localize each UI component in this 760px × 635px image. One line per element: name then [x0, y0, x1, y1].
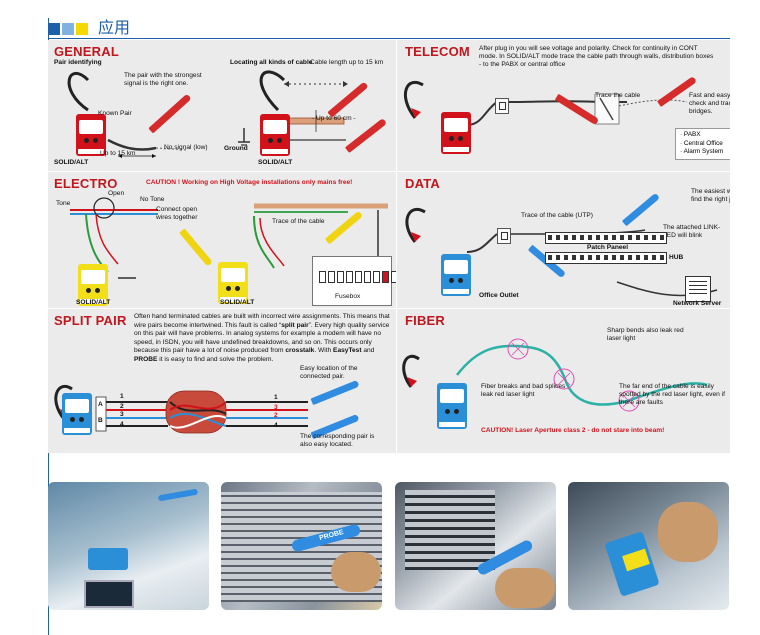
data-office-outlet: Office Outlet — [479, 292, 519, 299]
data-patch-panel — [545, 232, 667, 244]
applications-grid: GENERAL Pair identifying The pair with t… — [48, 40, 730, 453]
split-pair-panel: SPLIT PAIR Often hand terminated cables … — [48, 309, 396, 453]
general-locating: Locating all kinds of cable — [230, 59, 313, 66]
electro-diagram — [70, 197, 388, 279]
split-right-1: 1 — [274, 394, 278, 401]
general-subtitle: Pair identifying — [54, 59, 102, 66]
electro-tester-yellow-2 — [218, 262, 248, 304]
split-corresponding-label: The corresponding pair is also easy loca… — [300, 433, 375, 448]
data-utp: Trace of the cable (UTP) — [521, 212, 593, 219]
photo-patch-panel: PROBE — [221, 482, 382, 610]
general-cable-length: Cable length up to 15 km — [310, 59, 384, 66]
split-ab-a: A — [98, 401, 103, 408]
grid-divider-2 — [48, 308, 730, 309]
electro-trace: Trace of the cable — [272, 218, 325, 225]
split-left-1: 1 — [120, 393, 124, 400]
fiber-sharp-label: Sharp bends also leak red laser light — [607, 327, 684, 342]
electro-connect: Connect open wires together — [156, 206, 198, 221]
data-wall-jack — [497, 228, 511, 244]
split-left-2: 2 — [120, 403, 124, 410]
data-easiest: The easiest way to find the right jack! — [691, 188, 730, 203]
header-square-3 — [76, 23, 88, 35]
electro-fusebox-label: Fusebox — [335, 293, 361, 300]
grid-divider-1 — [48, 171, 730, 172]
fiber-breaks-label: Fiber breaks and bad splices leak red la… — [481, 383, 566, 398]
telecom-bullet-box: · PABX · Central Office · Alarm System — [675, 128, 730, 160]
photo-server-rack — [395, 482, 556, 610]
general-strongest-label: The pair with the strongest signal is th… — [124, 72, 202, 87]
photo-fiber-test — [568, 482, 729, 610]
photo-wall-socket — [48, 482, 209, 610]
data-link: The attached LINK-LED will blink — [663, 224, 721, 239]
data-title: DATA — [405, 176, 440, 191]
general-ground: Ground — [224, 145, 248, 152]
split-pair-diagram — [54, 384, 308, 434]
general-title: GENERAL — [54, 44, 119, 59]
telecom-bullet-2: · Central Office — [680, 139, 723, 147]
electro-panel: ELECTRO CAUTION ! Working on High Voltag… — [48, 172, 396, 308]
data-patch-label: Patch Paneel — [587, 244, 629, 251]
general-up-to-60: - Up to 60 cm - — [312, 115, 356, 122]
header-rule — [48, 38, 730, 39]
data-server-icon — [685, 276, 711, 302]
data-tester-blue — [441, 254, 471, 296]
telecom-title: TELECOM — [405, 44, 470, 59]
grid-divider-vertical — [396, 40, 397, 453]
split-ab-b: B — [98, 417, 103, 424]
split-pair-tester-blue — [62, 393, 92, 435]
split-right-4: 4 — [274, 422, 278, 429]
general-no-signal: No signal (low) — [164, 144, 208, 151]
data-panel: DATA The easiest way to find the right j… — [397, 172, 730, 308]
general-tester-red-2 — [260, 114, 290, 156]
telecom-fast-label: Fast and easy check and trace of bridges… — [689, 92, 730, 115]
split-pair-description: Often hand terminated cables are built w… — [134, 313, 390, 363]
telecom-panel: TELECOM After plug in you will see volta… — [397, 40, 730, 171]
electro-solid-alt: SOLID/ALT — [76, 299, 111, 306]
data-network-server: Network Server — [673, 300, 722, 307]
electro-caution: CAUTION ! Working on High Voltage instal… — [146, 179, 353, 186]
split-right-3: 3 — [274, 404, 278, 411]
data-hub — [545, 252, 667, 264]
telecom-tester-red — [441, 112, 471, 154]
page-title: 应用 — [98, 20, 131, 37]
fiber-tester-blue — [437, 383, 467, 429]
section-header: 应用 — [48, 20, 130, 38]
telecom-bullet-3: · Alarm System — [680, 148, 724, 156]
general-solid-alt: SOLID/ALT — [54, 159, 89, 166]
fiber-caution: CAUTION! Laser Aperture class 2 - do not… — [481, 427, 665, 434]
data-hub-label: HUB — [669, 254, 684, 261]
electro-no-tone: No Tone — [140, 196, 165, 203]
fiber-title: FIBER — [405, 313, 445, 328]
split-left-3: 3 — [120, 411, 124, 418]
split-easy-label: Easy location of the connected pair. — [300, 365, 358, 380]
electro-tone: Tone — [56, 200, 71, 207]
split-pair-title: SPLIT PAIR — [54, 313, 127, 328]
electro-tester-yellow — [78, 264, 108, 306]
telecom-description: After plug in you will see voltage and p… — [479, 45, 714, 68]
electro-title: ELECTRO — [54, 176, 118, 191]
split-left-4: 4 — [120, 421, 124, 428]
general-up-to-15: Up to 15 km — [100, 150, 136, 157]
telecom-bullet-1: · PABX — [680, 131, 701, 138]
fiber-diagram — [402, 338, 708, 412]
header-square-2 — [62, 23, 74, 35]
fiber-far-end-label: The far end of the cable is easily spott… — [619, 383, 725, 406]
general-solid-alt-2: SOLID/ALT — [258, 159, 293, 166]
fiber-panel: FIBER Sharp bends also leak red laser li… — [397, 309, 730, 453]
general-tester-red — [76, 114, 106, 156]
electro-open: Open — [108, 190, 125, 197]
general-known-pair: Known Pair — [98, 110, 132, 117]
header-square-1 — [48, 23, 60, 35]
split-right-2: 2 — [274, 412, 278, 419]
telecom-wall-jack — [495, 98, 509, 114]
electro-solid-alt-2: SOLID/ALT — [220, 299, 255, 306]
electro-fusebox: Fusebox — [312, 256, 396, 306]
general-panel: GENERAL Pair identifying The pair with t… — [48, 40, 396, 171]
telecom-trace-label: Trace the cable — [595, 92, 641, 99]
